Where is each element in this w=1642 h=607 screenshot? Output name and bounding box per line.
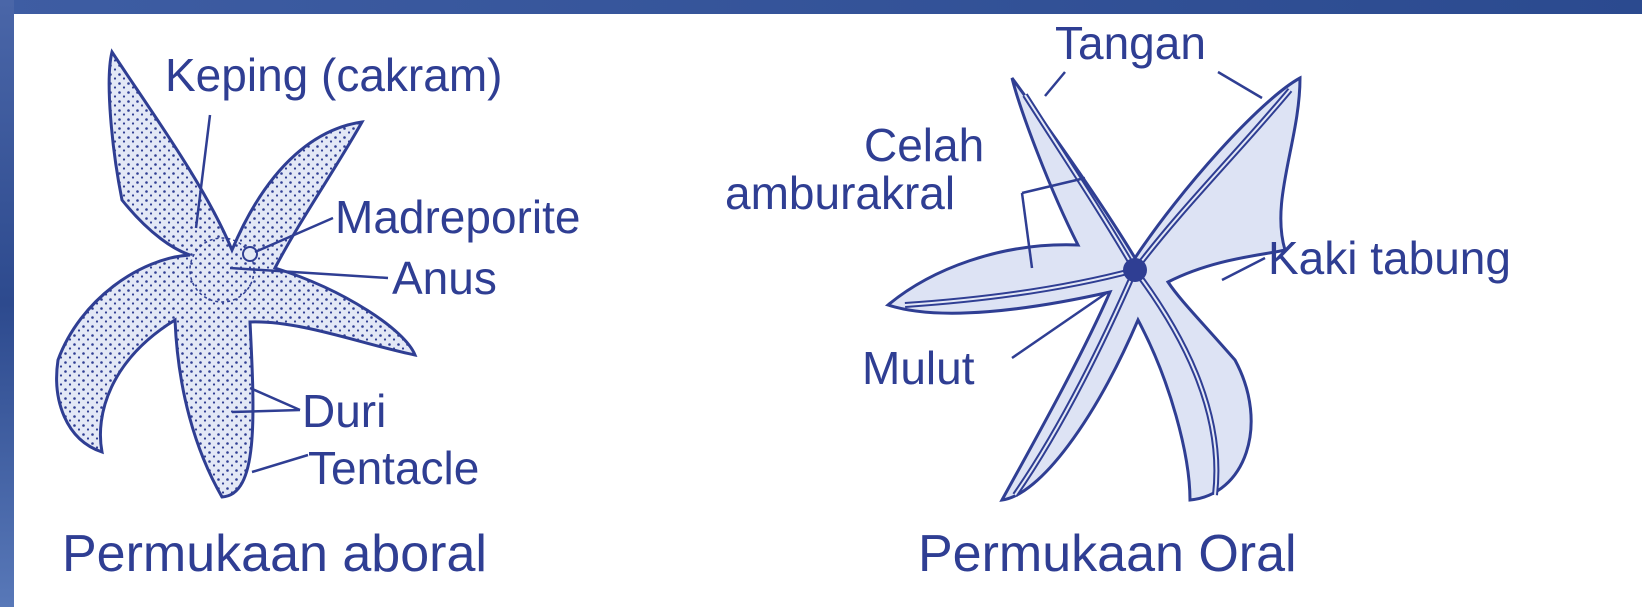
label-tentacle: Tentacle <box>308 445 479 491</box>
oral-mouth <box>1123 258 1147 282</box>
label-celah: Celah <box>864 122 984 168</box>
caption-oral: Permukaan Oral <box>918 528 1297 580</box>
label-madreporite: Madreporite <box>335 194 580 240</box>
label-keping: Keping (cakram) <box>165 52 502 98</box>
label-duri: Duri <box>302 388 386 434</box>
label-amburakral: amburakral <box>725 170 955 216</box>
label-anus: Anus <box>392 255 497 301</box>
label-kaki-tabung: Kaki tabung <box>1268 235 1511 281</box>
caption-aboral: Permukaan aboral <box>62 528 487 580</box>
label-mulut: Mulut <box>862 345 974 391</box>
madreporite-mark <box>243 247 257 261</box>
label-tangan: Tangan <box>1055 20 1206 66</box>
